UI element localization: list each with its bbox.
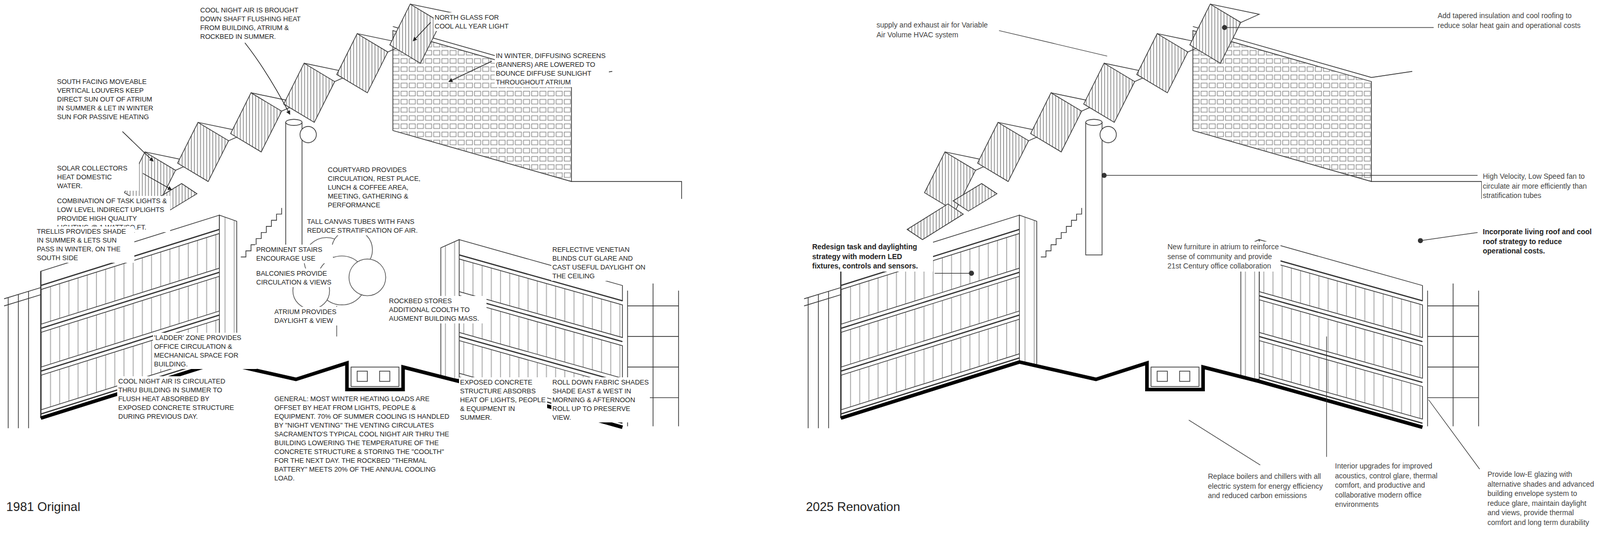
annotation: GENERAL: MOST WINTER HEATING LOADS ARE O…: [273, 394, 455, 484]
leader-dot: [1102, 173, 1107, 178]
leaders-1981: [122, 22, 492, 190]
leader-line: [1428, 399, 1480, 470]
annotation: IN WINTER, DIFFUSING SCREENS (BANNERS) A…: [494, 50, 609, 88]
annotation: 'LADDER' ZONE PROVIDES OFFICE CIRCULATIO…: [152, 332, 257, 370]
annotation: BALCONIES PROVIDE CIRCULATION & VIEWS: [255, 268, 333, 288]
drawing-caption: 1981 Original: [5, 498, 213, 516]
annotation: COURTYARD PROVIDES CIRCULATION, REST PLA…: [326, 164, 436, 211]
leader-line: [1224, 27, 1434, 29]
annotation: High Velocity, Low Speed fan to circulat…: [1481, 171, 1594, 202]
leader-line: [998, 30, 1108, 57]
leader-line: [122, 131, 153, 162]
building-2025: [803, 4, 1482, 429]
annotation: Incorporate living roof and cool roof st…: [1481, 226, 1594, 257]
annotation: Add tapered insulation and cool roofing …: [1436, 10, 1593, 31]
annotation: Redesign task and daylighting strategy w…: [811, 241, 934, 272]
annotation: TRELLIS PROVIDES SHADE IN SUMMER & LETS …: [35, 226, 135, 263]
leader-dot: [1417, 238, 1423, 244]
annotation: New furniture in atrium to reinforce sen…: [1166, 241, 1281, 272]
leader-line: [1326, 336, 1327, 457]
annotation: TALL CANVAS TUBES WITH FANS REDUCE STRAT…: [305, 216, 426, 236]
annotation: EXPOSED CONCRETE STRUCTURE ABSORBS HEAT …: [458, 377, 548, 423]
annotation: SOLAR COLLECTORS HEAT DOMESTIC WATER.: [56, 163, 139, 191]
leaders-2025: [934, 25, 1480, 470]
leader-line: [142, 173, 172, 190]
drawing-caption: 2025 Renovation: [804, 498, 1013, 516]
annotation: COOL NIGHT AIR IS BROUGHT DOWN SHAFT FLU…: [199, 5, 309, 42]
leader-line: [449, 61, 493, 82]
leader-line: [1420, 232, 1478, 242]
annotation: ATRIUM PROVIDES DAYLIGHT & VIEW: [273, 307, 341, 326]
annotation: supply and exhaust air for Variable Air …: [875, 19, 995, 40]
leader-line: [1104, 175, 1478, 176]
annotation: PROMINENT STAIRS ENCOURAGE USE: [255, 244, 333, 264]
leader-line: [1188, 420, 1261, 466]
leader-line: [413, 22, 431, 41]
annotation: ROLL DOWN FABRIC SHADES SHADE EAST & WES…: [551, 377, 650, 423]
annotation: COOL NIGHT AIR IS CIRCULATED THRU BUILDI…: [117, 376, 237, 422]
annotation: Provide low-E glazing with alternative s…: [1486, 469, 1596, 528]
tree-crown: [349, 259, 386, 297]
leader-line: [244, 43, 290, 115]
leader-dot: [969, 271, 975, 276]
building-1981: [4, 4, 682, 429]
annotation: Interior upgrades for improved acoustics…: [1333, 461, 1459, 511]
annotation: ROCKBED STORES ADDITIONAL COOLTH TO AUGM…: [387, 296, 487, 324]
annotation: NORTH GLASS FOR COOL ALL YEAR LIGHT: [433, 12, 512, 32]
annotation: REFLECTIVE VENETIAN BLINDS CUT GLARE AND…: [551, 244, 650, 282]
leader-dot: [1222, 25, 1228, 31]
drawings: [4, 4, 1482, 470]
annotation: SOUTH FACING MOVEABLE VERTICAL LOUVERS K…: [56, 76, 155, 122]
leader-line: [934, 273, 972, 274]
annotation: Replace boilers and chillers with all el…: [1206, 471, 1327, 502]
